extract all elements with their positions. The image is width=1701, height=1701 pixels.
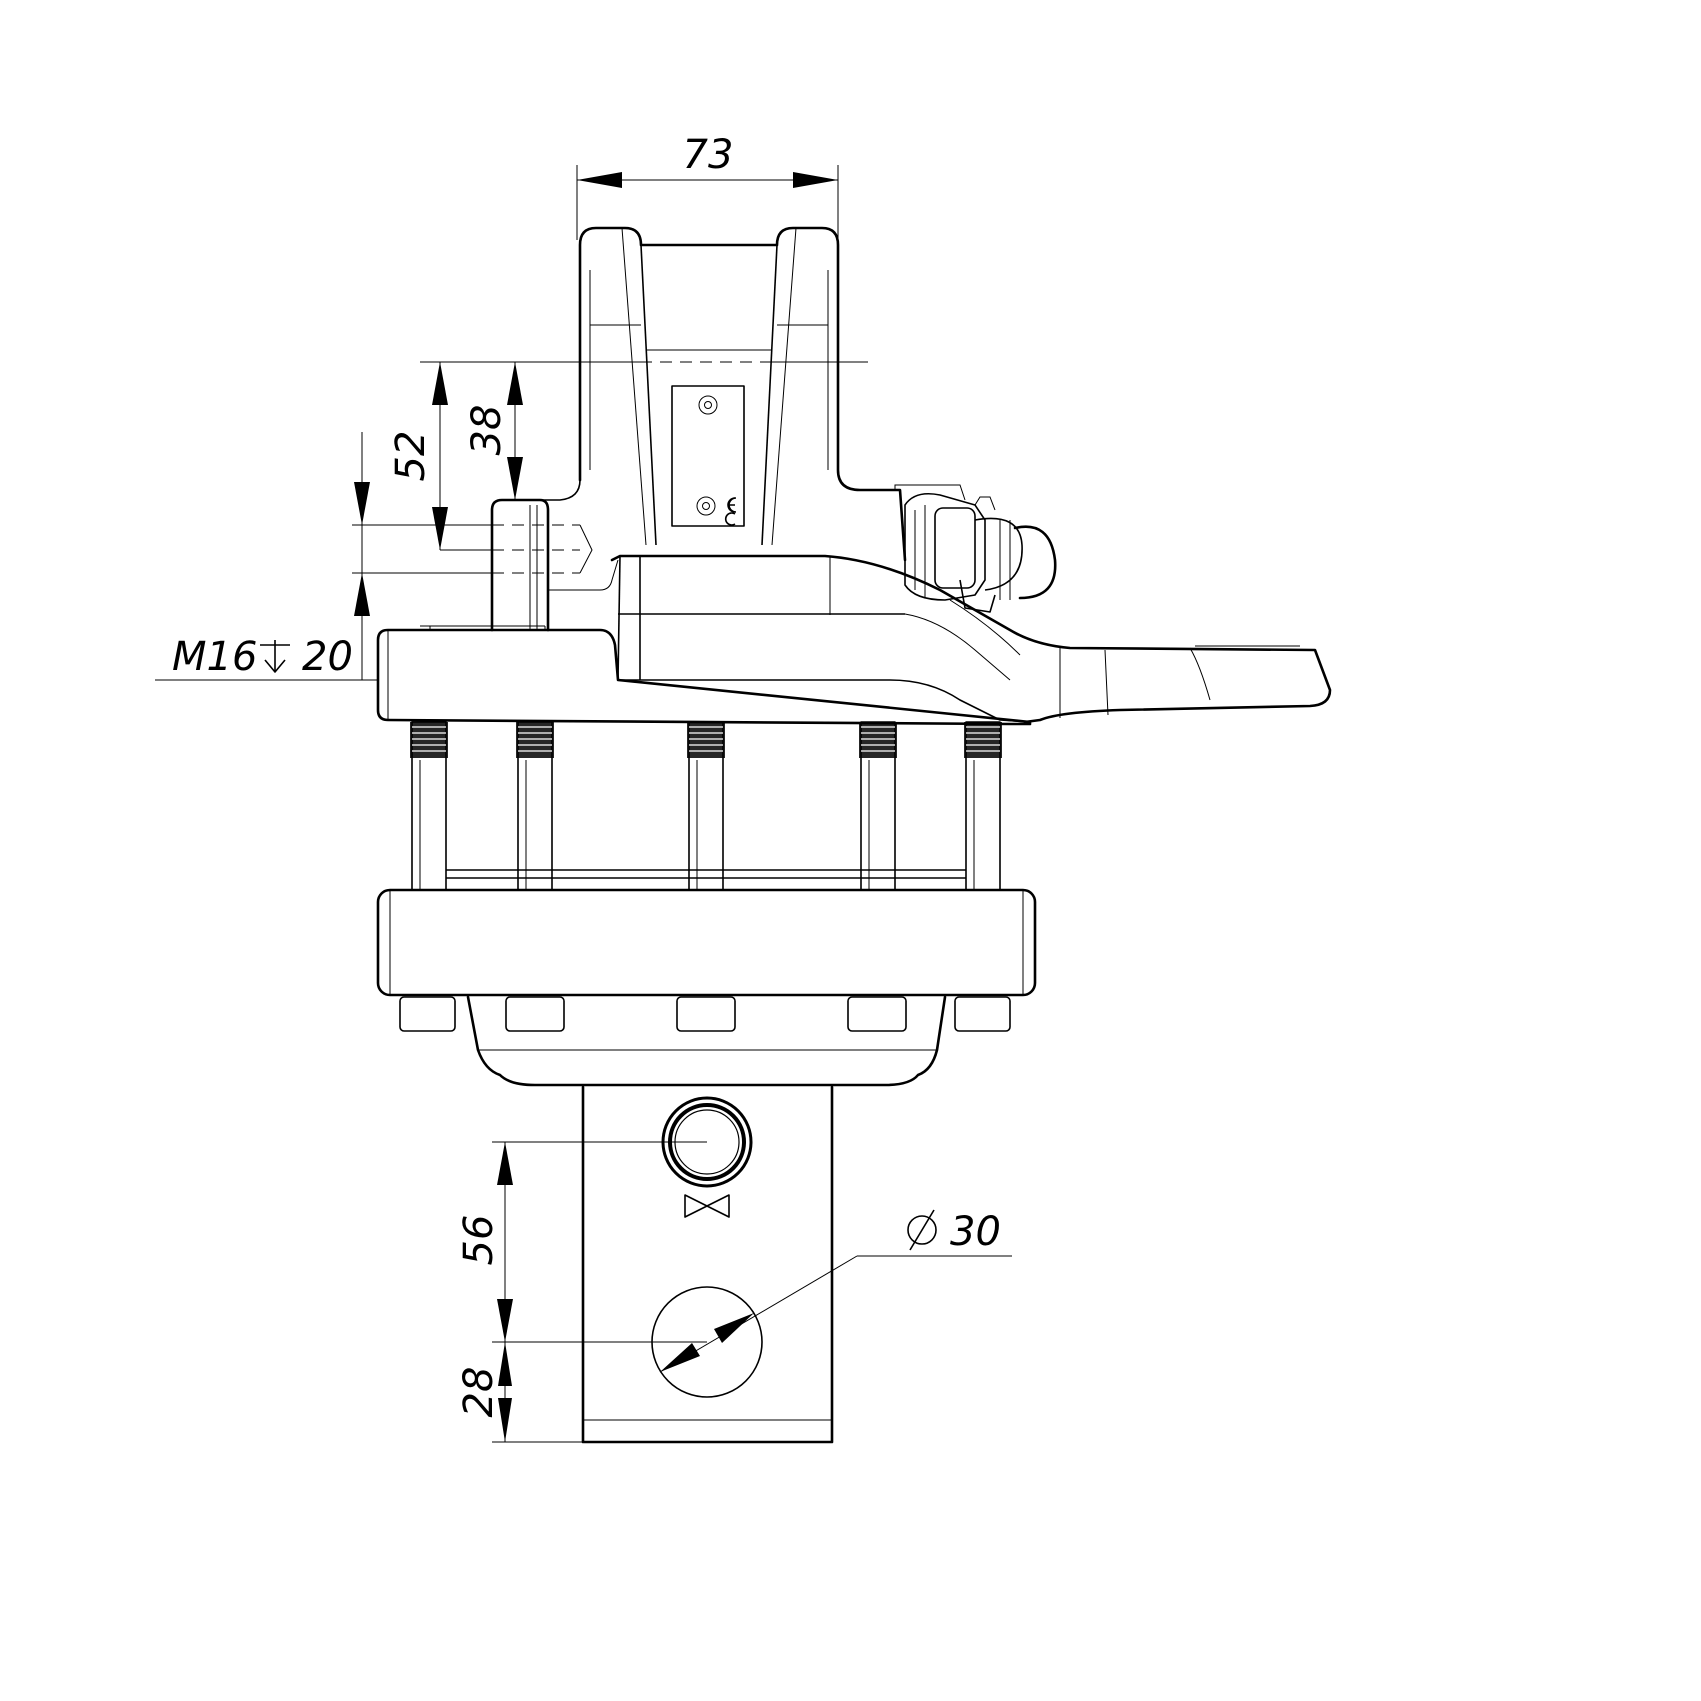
dim-thread-depth-label: 20 <box>302 634 353 680</box>
hydraulic-fitting <box>894 484 1057 613</box>
dimension-outer-offset: 52 <box>388 362 448 550</box>
top-yoke <box>510 226 907 562</box>
stud-bolt-1 <box>410 721 448 891</box>
dim-outer-offset-label: 52 <box>388 431 434 482</box>
dim-pin-spacing-label: 56 <box>456 1215 502 1266</box>
upper-flange <box>376 625 1032 726</box>
lower-flange <box>376 888 1037 997</box>
name-plate <box>671 385 745 527</box>
dimension-hole-diameter: 30 <box>659 1209 1012 1373</box>
stud-bolt-4 <box>859 721 897 891</box>
dim-top-width-label: 73 <box>683 132 734 178</box>
dim-inner-offset-label: 38 <box>464 405 510 456</box>
stud-bolt-3 <box>687 721 725 891</box>
dim-hole-diameter-label: 30 <box>950 1209 1001 1255</box>
rotator-arm <box>610 554 1332 724</box>
bowtie-valve-icon <box>684 1194 730 1218</box>
dimension-inner-offset: 38 <box>464 362 523 500</box>
dim-thread-spec-label: M16 <box>172 634 257 680</box>
motor-housing <box>466 995 947 1087</box>
dimension-top-width: 73 <box>576 132 839 240</box>
dimension-pin-spacing: 56 <box>456 1141 707 1342</box>
stud-bolt-2 <box>516 721 554 891</box>
left-port-boss <box>490 498 619 632</box>
depth-arrow-icon <box>260 640 290 673</box>
dimension-pin-edge: 28 <box>456 1341 707 1443</box>
output-link <box>581 1085 834 1444</box>
port-thread-hidden <box>352 524 593 574</box>
bolt-nuts <box>399 996 1011 1032</box>
stud-bolt-5 <box>964 721 1002 891</box>
dim-pin-edge-label: 28 <box>456 1367 502 1418</box>
dimension-thread: M16 20 <box>155 432 378 681</box>
diameter-icon <box>907 1209 937 1251</box>
stud-bolts <box>410 721 1002 891</box>
ce-mark-icon <box>724 497 737 526</box>
